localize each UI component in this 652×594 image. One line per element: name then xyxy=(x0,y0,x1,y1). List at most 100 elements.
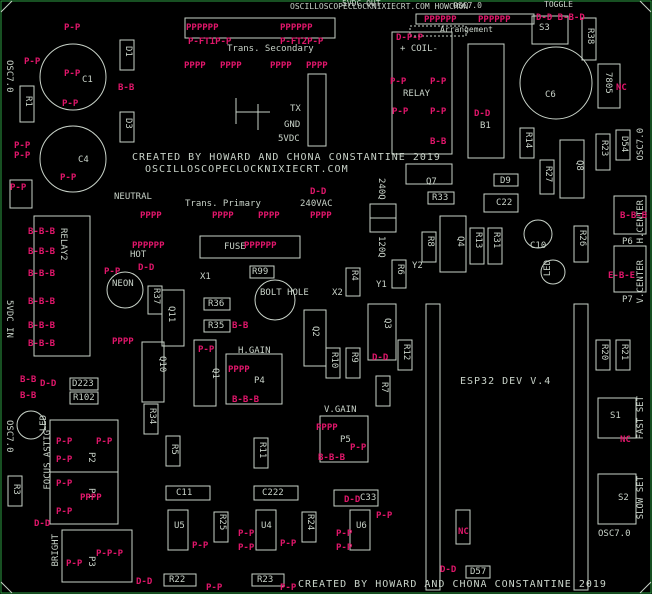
marker: P-P xyxy=(96,437,113,447)
tx-header xyxy=(307,73,327,147)
s2-outline xyxy=(597,473,637,525)
r9-ref: R9 xyxy=(349,352,359,363)
corner-tr xyxy=(639,0,652,13)
osc7-top: OSC7.0 xyxy=(453,1,482,10)
r26-outline xyxy=(573,225,589,263)
marker: D-D xyxy=(34,519,51,529)
marker: P-P xyxy=(238,543,255,553)
marker: PPPP xyxy=(80,493,102,503)
marker: P-P xyxy=(280,583,297,593)
r35-outline xyxy=(203,319,231,333)
r33-outline xyxy=(427,191,455,205)
r4-ref: R4 xyxy=(349,270,359,281)
marker: B-B-B xyxy=(28,339,56,349)
marker: P-P xyxy=(56,437,73,447)
marker: PPPP xyxy=(258,211,280,221)
b1-outline xyxy=(467,43,505,159)
marker: P-P xyxy=(238,529,255,539)
fuse-label: FUSE xyxy=(224,242,246,252)
c1-outline xyxy=(39,43,107,111)
marker: PPPP xyxy=(310,211,332,221)
svdc-out: 5VDC OUT xyxy=(342,0,381,8)
r5-ref: R5 xyxy=(169,444,179,455)
marker: PPPP xyxy=(228,365,250,375)
marker: P-P xyxy=(56,507,73,517)
r4-outline xyxy=(345,267,361,297)
c11-ref: C11 xyxy=(176,488,193,498)
r13-ref: R13 xyxy=(473,232,483,249)
marker: B-B xyxy=(20,391,37,401)
relay-outline xyxy=(391,31,453,155)
marker: P-P xyxy=(64,69,81,79)
marker: P-P xyxy=(14,141,31,151)
q3-ref: Q3 xyxy=(382,318,392,329)
q10-ref: Q10 xyxy=(157,356,167,373)
r38-ref: R38 xyxy=(585,28,595,45)
r34-outline xyxy=(143,403,159,435)
marker: P-P xyxy=(350,443,367,453)
d223-ref: D223 xyxy=(72,379,94,389)
neon-label: NEON xyxy=(112,279,134,289)
r11-ref: R11 xyxy=(257,442,267,459)
marker: P-P xyxy=(14,151,31,161)
b1-ref: B1 xyxy=(480,121,491,131)
q7-ref: Q7 xyxy=(426,177,437,187)
marker: PPPP xyxy=(220,61,242,71)
r22-ref: R22 xyxy=(169,575,186,585)
marker: B-B xyxy=(232,321,249,331)
marker: P-P xyxy=(376,511,393,521)
u4-ref: U4 xyxy=(261,521,272,531)
marker: B-B-B xyxy=(620,211,648,221)
r13-outline xyxy=(469,227,485,265)
marker: PPPP xyxy=(112,337,134,347)
marker: D-D xyxy=(474,109,491,119)
s1-ref: S1 xyxy=(610,411,621,421)
marker: P-P xyxy=(430,107,447,117)
marker: E-B-E xyxy=(608,271,636,281)
q1-outline xyxy=(193,339,217,407)
q10-outline xyxy=(141,341,165,403)
d3-outline xyxy=(119,111,135,143)
arrangement-box xyxy=(409,25,467,37)
r99-outline xyxy=(249,265,275,279)
r12-outline xyxy=(397,339,413,371)
osc7-left1: OSC7.0 xyxy=(4,60,14,93)
svdc-in: 5VDC IN xyxy=(4,300,14,338)
r20-outline xyxy=(595,339,611,371)
corner-bl xyxy=(0,581,13,594)
u5-ref: U5 xyxy=(174,521,185,531)
p5-ref: P5 xyxy=(340,435,351,445)
corner-tl xyxy=(0,0,13,13)
c222-outline xyxy=(253,485,299,501)
p2-ref: P2 xyxy=(86,452,96,463)
osc7-right1: OSC7.0 xyxy=(636,128,646,161)
c6-outline xyxy=(519,46,593,120)
neutral-label: NEUTRAL xyxy=(114,192,152,202)
fast-set: FAST SET xyxy=(636,396,646,440)
s3-switch xyxy=(531,15,569,45)
x1-ref: X1 xyxy=(200,272,211,282)
p3-ref: P3 xyxy=(86,556,96,567)
credit-bottom: CREATED BY HOWARD AND CHONA CONSTANTINE … xyxy=(298,579,607,590)
v5dc-label: 5VDC xyxy=(278,134,300,144)
q3-outline xyxy=(367,303,397,361)
r38-outline xyxy=(581,17,597,61)
marker: P-P xyxy=(64,23,81,33)
p5-vgain xyxy=(319,415,369,463)
header-top xyxy=(415,13,535,25)
r27-ref: R27 xyxy=(543,166,553,183)
r26-ref: R26 xyxy=(577,230,587,247)
bolt-hole xyxy=(254,279,296,321)
marker: B-B-B xyxy=(232,395,260,405)
q4-outline xyxy=(439,215,467,273)
p7-ref: P7 xyxy=(622,295,633,305)
relay-label: RELAY xyxy=(403,89,431,99)
c10-outline xyxy=(523,219,553,249)
s2-ref: S2 xyxy=(618,493,629,503)
c10-ref: C10 xyxy=(530,241,547,251)
marker: P-P xyxy=(198,345,215,355)
osc7-left2: OSC7.0 xyxy=(4,420,14,453)
r6-ref: R6 xyxy=(395,264,405,275)
vac-label: 240VAC xyxy=(300,199,333,209)
